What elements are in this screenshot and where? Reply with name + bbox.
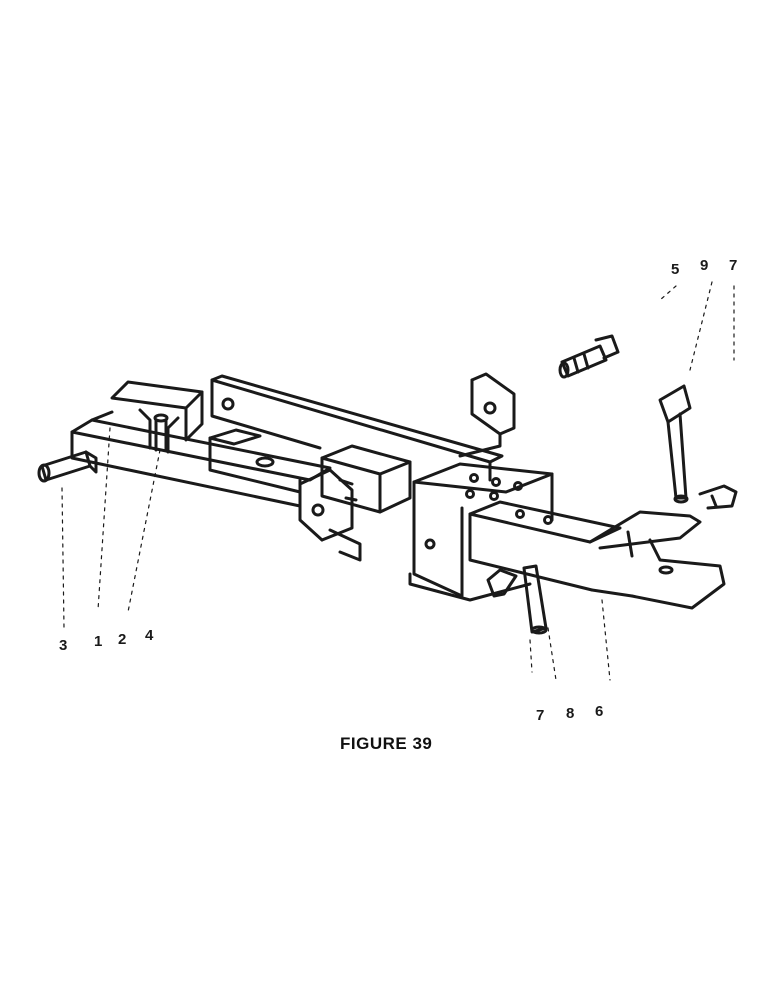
drawbar-6 — [468, 500, 726, 610]
callout-3: 3 — [59, 637, 68, 654]
linch-pin-7-top — [698, 484, 738, 510]
callout-4: 4 — [145, 627, 154, 644]
callout-5: 5 — [671, 261, 680, 278]
leader-lines — [61, 281, 735, 681]
clevis-bracket-left — [110, 380, 204, 454]
pin-9 — [658, 384, 692, 504]
callout-1: 1 — [94, 633, 103, 650]
callout-7-bottom: 7 — [536, 707, 545, 724]
rear-side-bar — [210, 374, 504, 482]
pin-8 — [522, 564, 548, 635]
callout-9: 9 — [700, 257, 709, 274]
bolt-5 — [558, 334, 620, 379]
callout-8: 8 — [566, 705, 575, 722]
pin-3 — [37, 450, 98, 483]
center-frame — [208, 428, 412, 514]
callout-6: 6 — [595, 703, 604, 720]
linch-pin-7-bottom — [486, 568, 518, 598]
side-clip — [298, 468, 362, 562]
callout-2: 2 — [118, 631, 127, 648]
figure-caption: FIGURE 39 — [340, 734, 433, 753]
front-housing — [408, 462, 554, 602]
callout-7-top: 7 — [729, 257, 738, 274]
upright-bracket-right — [458, 372, 516, 458]
